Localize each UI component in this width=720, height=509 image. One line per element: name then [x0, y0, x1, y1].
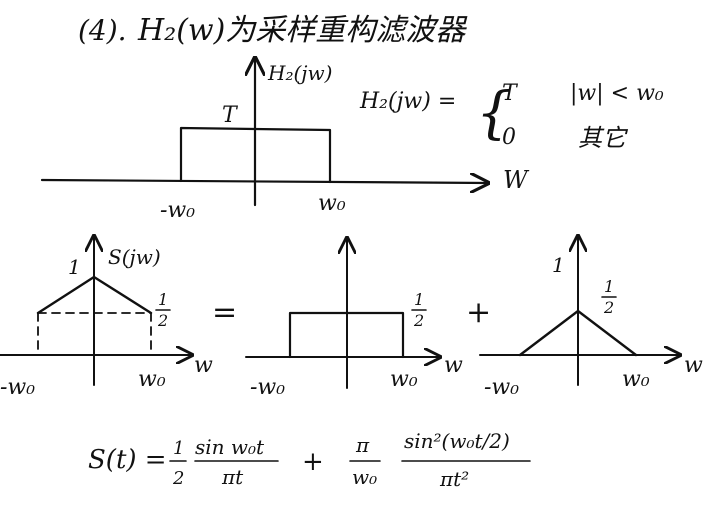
- equals-sign: =: [212, 295, 237, 330]
- filter-plot: H₂(jw) W T -w₀ w₀: [40, 58, 530, 223]
- formula-lhs: S(t) =: [88, 445, 167, 475]
- spectrum-half-num: 1: [158, 290, 168, 309]
- spectrum-peak-label: 1: [68, 255, 81, 279]
- formula-plus: +: [302, 447, 324, 477]
- formula-coef2-num: π: [355, 433, 370, 457]
- spectrum-right-tick: w₀: [138, 367, 166, 392]
- filter-level-label: T: [222, 103, 239, 128]
- rect-plot: 1 2 w -w₀ w₀: [245, 238, 463, 400]
- piecewise-definition: H₂(jw) = { T |w| < w₀ 0 其它: [359, 81, 664, 152]
- spectrum-left-tick: -w₀: [0, 375, 35, 400]
- filter-y-label: H₂(jw): [267, 61, 332, 85]
- rect-right-tick: w₀: [390, 367, 418, 392]
- filter-x-axis: [40, 180, 488, 183]
- piecewise-lhs: H₂(jw) =: [359, 89, 456, 114]
- rect-left-tick: -w₀: [250, 375, 285, 400]
- piecewise-brace: {: [476, 81, 512, 146]
- problem-number: (4).: [78, 14, 127, 47]
- formula-coef1-num: 1: [173, 438, 184, 459]
- formula-term1-den: πt: [221, 465, 244, 489]
- case2-value: 0: [502, 125, 516, 150]
- case1-condition: |w| < w₀: [570, 81, 664, 106]
- formula-term1-num: sin w₀t: [195, 435, 265, 459]
- tri-left-tick: -w₀: [484, 375, 519, 400]
- triangle-plot: 1 1 2 w -w₀ w₀: [479, 236, 703, 400]
- spectrum-x-label: w: [194, 353, 213, 378]
- tri-x-label: w: [684, 353, 703, 378]
- rect-x-label: w: [444, 353, 463, 378]
- spectrum-y-label: S(jw): [108, 245, 161, 269]
- tri-curve: [518, 309, 638, 357]
- filter-left-tick: -w₀: [160, 198, 195, 223]
- formula-coef2-den: w₀: [352, 465, 377, 489]
- rect-half-den: 2: [413, 311, 424, 330]
- case1-value: T: [502, 81, 519, 106]
- formula-term2-num: sin²(w₀t/2): [404, 429, 510, 453]
- spectrum-half-den: 2: [157, 311, 168, 330]
- spectrum-plot: S(jw) 1 1 2 w -w₀ w₀: [0, 236, 213, 400]
- filter-right-tick: w₀: [318, 191, 346, 216]
- case2-condition: 其它: [578, 124, 629, 152]
- rect-pulse: [288, 311, 405, 359]
- filter-rect-pulse: [179, 126, 332, 184]
- tri-peak-label: 1: [552, 253, 565, 277]
- tri-half-num: 1: [604, 277, 614, 296]
- formula-term2-den: πt²: [439, 467, 469, 491]
- tri-half-den: 2: [603, 298, 614, 317]
- formula-coef1-den: 2: [172, 468, 184, 489]
- tri-right-tick: w₀: [622, 367, 650, 392]
- result-formula: S(t) = 1 2 sin w₀t πt + π w₀ sin²(w₀t/2)…: [88, 429, 531, 491]
- plus-sign: +: [466, 295, 491, 330]
- spectrum-curve: [36, 275, 153, 315]
- filter-x-label: W: [503, 166, 530, 194]
- rect-half-num: 1: [414, 290, 424, 309]
- problem-heading: H₂(w)为采样重构滤波器: [137, 13, 468, 48]
